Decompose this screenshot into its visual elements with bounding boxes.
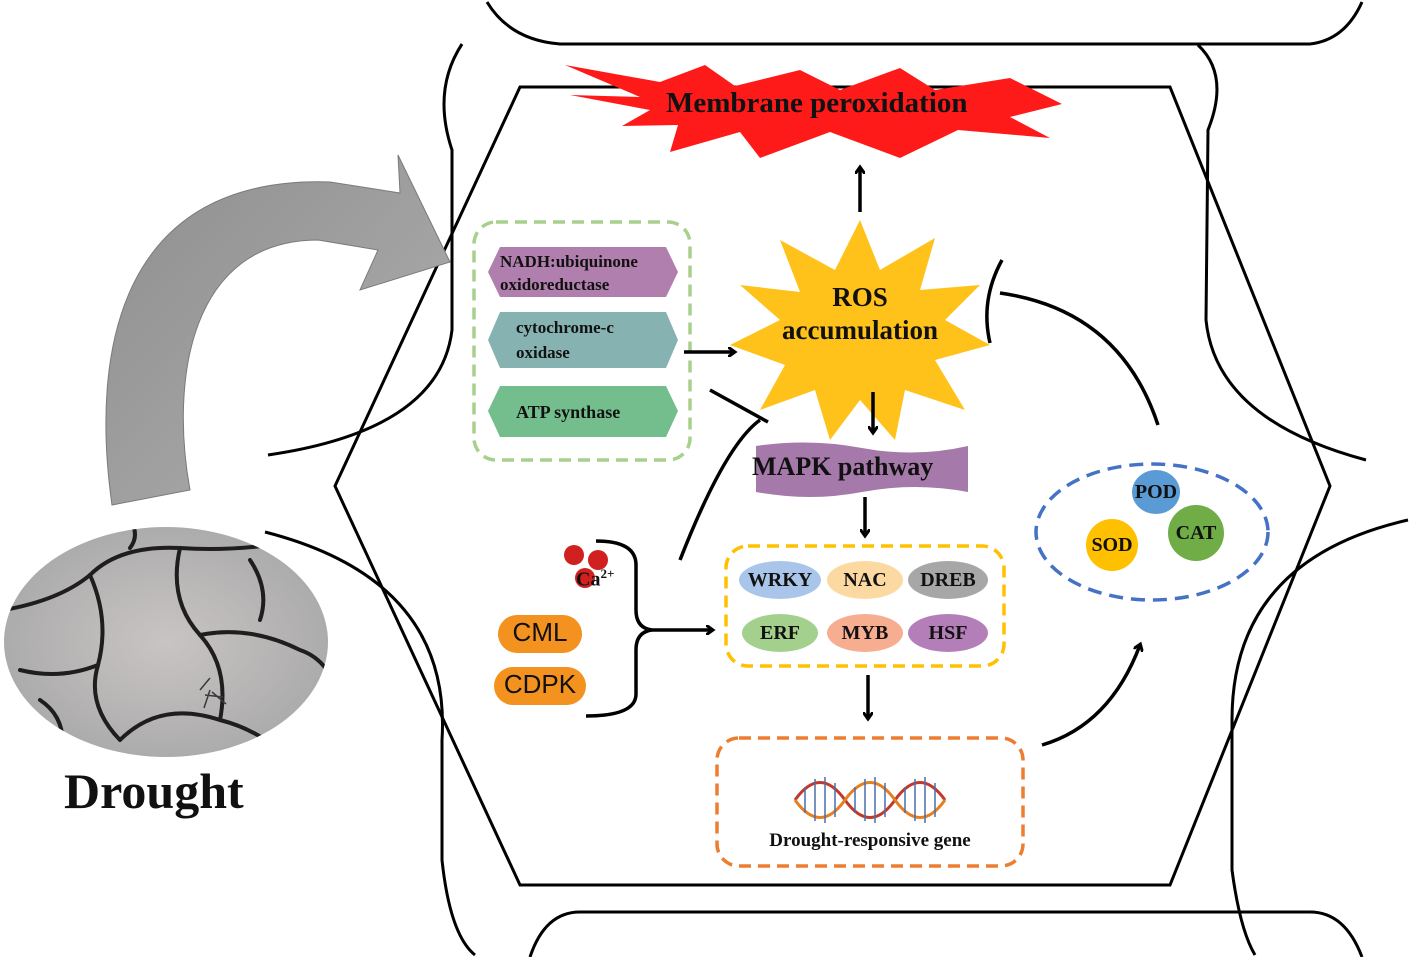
nac-label: NAC	[843, 569, 887, 591]
cdpk-label: CDPK	[503, 669, 577, 699]
atp-synthase-shape	[488, 386, 678, 437]
antioxidant-inhibits-ros	[999, 291, 1160, 426]
dreb-ellipse	[908, 561, 988, 599]
mapk-pathway-label: MAPK pathway	[752, 452, 934, 481]
drought-label: Drought	[64, 763, 244, 819]
antioxidant-inhibits-ros-bar	[985, 259, 1004, 344]
membrane-peroxidation-label: Membrane peroxidation	[666, 87, 968, 119]
drought-input-arrow	[105, 154, 451, 506]
wrky-label: WRKY	[747, 569, 813, 591]
calcium-ions	[564, 545, 608, 588]
calcium-ion-label: Ca2+	[576, 566, 615, 591]
dreb-label: DREB	[920, 569, 976, 591]
sod-ellipse	[1086, 519, 1138, 571]
cat-ellipse	[1168, 505, 1224, 561]
mapk-pathway-banner	[756, 442, 968, 497]
cml-label: CML	[512, 617, 568, 647]
erf-label: ERF	[760, 622, 800, 644]
antioxidant-enzyme-ellipse	[1034, 462, 1270, 602]
nadh-label-line2: oxidoreductase	[500, 275, 610, 294]
nadh-label-line1: NADH:ubiquinone	[500, 252, 638, 271]
ros-label-line1: ROS	[832, 282, 888, 312]
cat-label: CAT	[1175, 522, 1217, 544]
hsf-ellipse	[908, 614, 988, 652]
inhibition-lines	[678, 259, 1160, 561]
dna-double-helix-icon	[793, 777, 947, 823]
drought-responsive-gene-label: Drought-responsive gene	[769, 830, 971, 851]
calcium-inhibits-mitochondria	[678, 418, 762, 561]
cytochrome-label-line2: oxidase	[516, 343, 570, 362]
cdpk-shape	[494, 667, 586, 705]
cracked-soil-image	[4, 527, 328, 757]
cell-membrane-hexagon	[333, 85, 1332, 887]
calcium-sensor-brace	[585, 539, 653, 718]
cml-shape	[498, 615, 582, 653]
pathway-arrows	[652, 168, 1140, 747]
hsf-label: HSF	[928, 622, 968, 644]
neighbor-cell-walls	[264, 1, 1409, 957]
gene-to-antioxidant-arrow	[1041, 645, 1140, 747]
cytochrome-c-oxidase-shape	[488, 312, 678, 368]
nadh-ubiquinone-oxidoreductase-shape	[488, 247, 678, 297]
mitochondria-box	[472, 220, 692, 462]
transcription-factor-box	[724, 544, 1006, 668]
erf-ellipse	[742, 614, 818, 652]
pod-ellipse	[1132, 470, 1180, 514]
myb-ellipse	[827, 614, 903, 652]
nac-ellipse	[827, 561, 903, 599]
cytochrome-label-line1: cytochrome-c	[516, 318, 614, 337]
sod-label: SOD	[1091, 534, 1133, 556]
pod-label: POD	[1134, 481, 1178, 503]
ros-accumulation-star	[730, 220, 990, 440]
atp-synthase-label: ATP synthase	[516, 402, 621, 422]
wrky-ellipse	[739, 561, 821, 599]
membrane-peroxidation-burst	[565, 65, 1062, 158]
ros-label-line2: accumulation	[781, 315, 938, 345]
myb-label: MYB	[841, 622, 889, 644]
calcium-inhibits-mitochondria-bar	[709, 388, 769, 424]
